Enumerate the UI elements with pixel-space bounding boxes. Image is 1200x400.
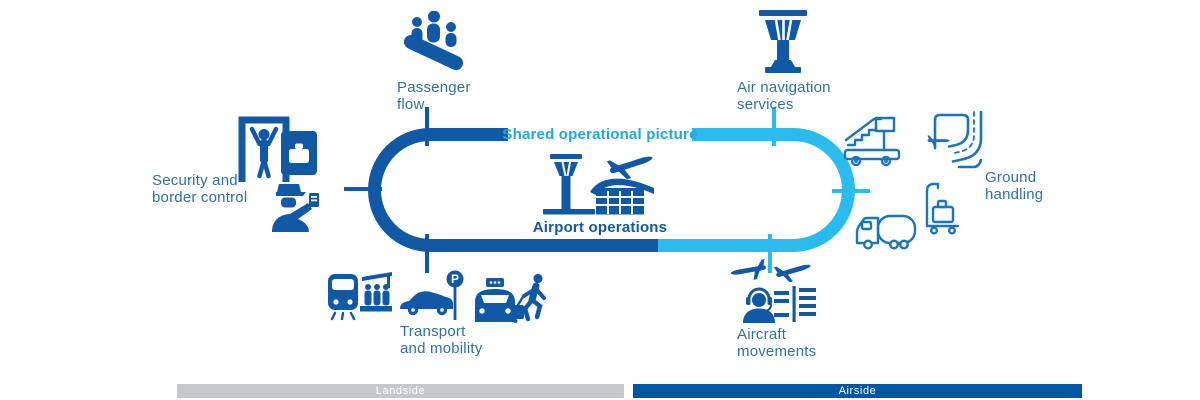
train-station-icon bbox=[328, 272, 392, 321]
ground-handling-label: Ground handling bbox=[985, 169, 1044, 203]
shared-operational-picture-label: Shared operational picture bbox=[502, 126, 698, 143]
transport-and-mobility-label: Transport and mobility bbox=[400, 323, 483, 357]
passenger-flow-label: Passenger flow bbox=[397, 79, 471, 113]
passport-officer-icon bbox=[272, 184, 319, 232]
landside-bar: Landside bbox=[177, 384, 624, 398]
airport-tower-terminal-plane-icon bbox=[543, 151, 657, 215]
airside-label: Airside bbox=[838, 385, 877, 397]
traveler-luggage-icon bbox=[513, 273, 546, 323]
arriving-plane-icon bbox=[729, 259, 768, 284]
body-scanner-icon bbox=[238, 116, 290, 182]
escalator-passengers-icon bbox=[404, 11, 463, 70]
car-parking-icon: P bbox=[400, 270, 464, 320]
fuel-truck-icon bbox=[855, 214, 917, 250]
taxi-icon bbox=[475, 278, 515, 322]
svg-text:P: P bbox=[451, 272, 459, 286]
aircraft-planes-icon bbox=[729, 258, 814, 286]
departing-plane-icon bbox=[773, 258, 814, 286]
aircraft-movements-label: Aircraft movements bbox=[737, 326, 817, 360]
ring-airside-half bbox=[658, 128, 855, 252]
airside-bar: Airside bbox=[633, 384, 1082, 398]
air-navigation-services-label: Air navigation services bbox=[737, 79, 831, 113]
baggage-trolley-icon bbox=[925, 182, 960, 235]
passenger-stairs-truck-icon bbox=[843, 116, 901, 167]
taxiway-map-icon bbox=[927, 110, 983, 169]
landside-label: Landside bbox=[375, 385, 426, 397]
airport-operations-label: Airport operations bbox=[532, 219, 668, 236]
security-border-control-label: Security and border control bbox=[152, 172, 248, 206]
baggage-xray-icon bbox=[281, 131, 317, 175]
control-tower-icon bbox=[759, 10, 807, 73]
flight-schedule-icon bbox=[774, 286, 816, 322]
air-traffic-controller-icon bbox=[743, 287, 775, 323]
